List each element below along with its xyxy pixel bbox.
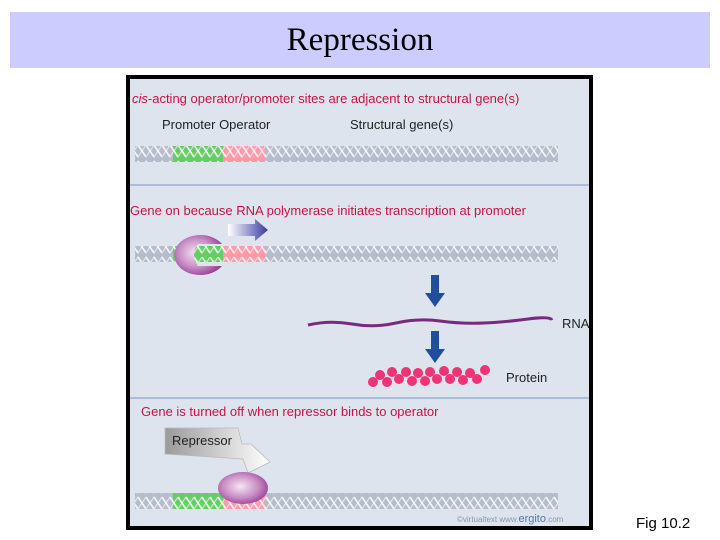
repressor-arrow xyxy=(164,427,271,474)
rna-polymerase-shape xyxy=(174,235,222,275)
down-arrow-2 xyxy=(425,331,445,363)
repressor-shape xyxy=(218,472,268,504)
credit-text: ©virtualtext www.ergito.com xyxy=(457,513,564,525)
dna-strand-top xyxy=(135,146,558,162)
slide-title: Repression xyxy=(286,21,434,58)
top-caption: cis-acting operator/promoter sites are a… xyxy=(132,91,519,106)
down-arrow-1 xyxy=(425,275,445,307)
dna-strand-middle xyxy=(135,246,558,262)
transcription-arrow xyxy=(228,219,268,241)
title-bar: Repression xyxy=(10,12,710,68)
rna-label: RNA xyxy=(562,316,589,331)
figure-label: Fig 10.2 xyxy=(636,515,691,532)
protein-chain xyxy=(368,365,490,387)
rna-strand xyxy=(307,316,554,328)
middle-caption: Gene on because RNA polymerase initiates… xyxy=(130,203,527,218)
repression-diagram: cis-acting operator/promoter sites are a… xyxy=(130,91,589,525)
protein-label: Protein xyxy=(506,370,547,385)
figure-panel: cis-acting operator/promoter sites are a… xyxy=(130,79,589,526)
promoter-operator-label: Promoter Operator xyxy=(162,117,271,132)
structural-gene-label: Structural gene(s) xyxy=(350,117,453,132)
repressor-label: Repressor xyxy=(172,433,233,448)
bottom-caption: Gene is turned off when repressor binds … xyxy=(141,404,439,419)
dna-strand-bottom xyxy=(135,493,558,509)
